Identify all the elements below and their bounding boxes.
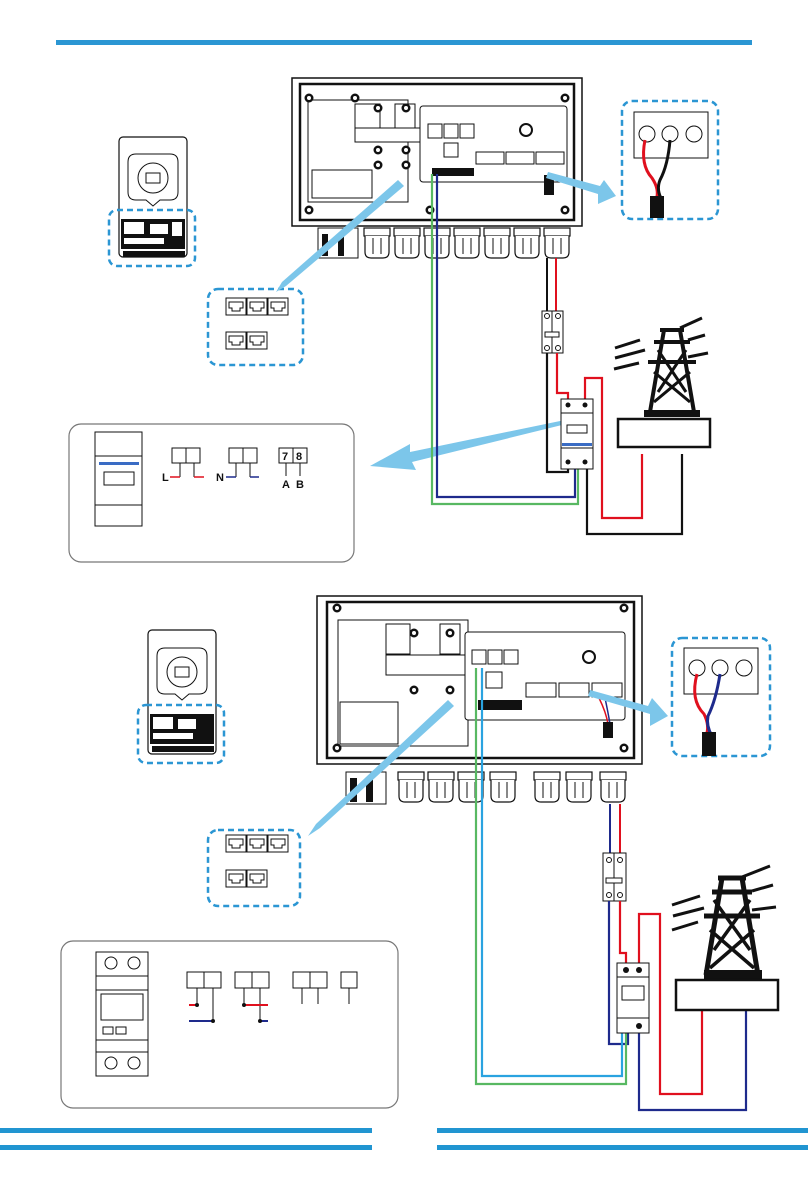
double-pole-breaker xyxy=(542,311,563,353)
live-terminal-label: L xyxy=(162,472,169,484)
live-wire xyxy=(620,901,626,966)
rj45-port-callout xyxy=(208,830,300,906)
rj45-port-icon xyxy=(247,835,267,852)
rs485-terminal-8-label: 8 xyxy=(296,451,302,463)
rj45-port-icon xyxy=(247,332,267,349)
energy-meter xyxy=(617,963,649,1033)
rs485-terminal-7-label: 7 xyxy=(282,451,288,463)
rj45-port-icon xyxy=(268,298,288,315)
footer-rules xyxy=(0,1128,808,1150)
ac-terminal-callout xyxy=(622,101,718,219)
rj45-port-icon xyxy=(247,298,267,315)
utility-grid-tower-icon xyxy=(672,866,778,1010)
rj45-port-icon xyxy=(268,835,288,852)
meter-wiring-detail: L N 7 8 A B xyxy=(69,424,354,562)
rj45-port-icon xyxy=(226,870,246,887)
inverter-enclosure xyxy=(317,596,642,804)
ac-terminal-callout xyxy=(672,638,770,756)
rj45-port-icon xyxy=(226,298,246,315)
double-pole-breaker xyxy=(603,853,626,901)
rj45-port-icon xyxy=(226,332,246,349)
neutral-terminal-label: N xyxy=(216,472,224,484)
live-wire xyxy=(557,353,568,404)
bottom-diagram xyxy=(61,596,778,1110)
rs485-b-label: B xyxy=(296,479,304,491)
top-diagram: L N 7 8 A B xyxy=(69,78,718,562)
energy-meter xyxy=(561,399,593,469)
rs485-a-label: A xyxy=(282,479,290,491)
callout-arrow xyxy=(370,420,566,470)
meter-wiring-detail xyxy=(61,941,398,1108)
inverter-overview-icon xyxy=(138,630,224,763)
rj45-port-icon xyxy=(247,870,267,887)
rj45-port-icon xyxy=(226,835,246,852)
inverter-overview-icon xyxy=(109,137,195,266)
header-rule xyxy=(56,40,752,45)
utility-grid-tower-icon xyxy=(614,318,710,447)
rj45-port-callout xyxy=(208,289,303,365)
